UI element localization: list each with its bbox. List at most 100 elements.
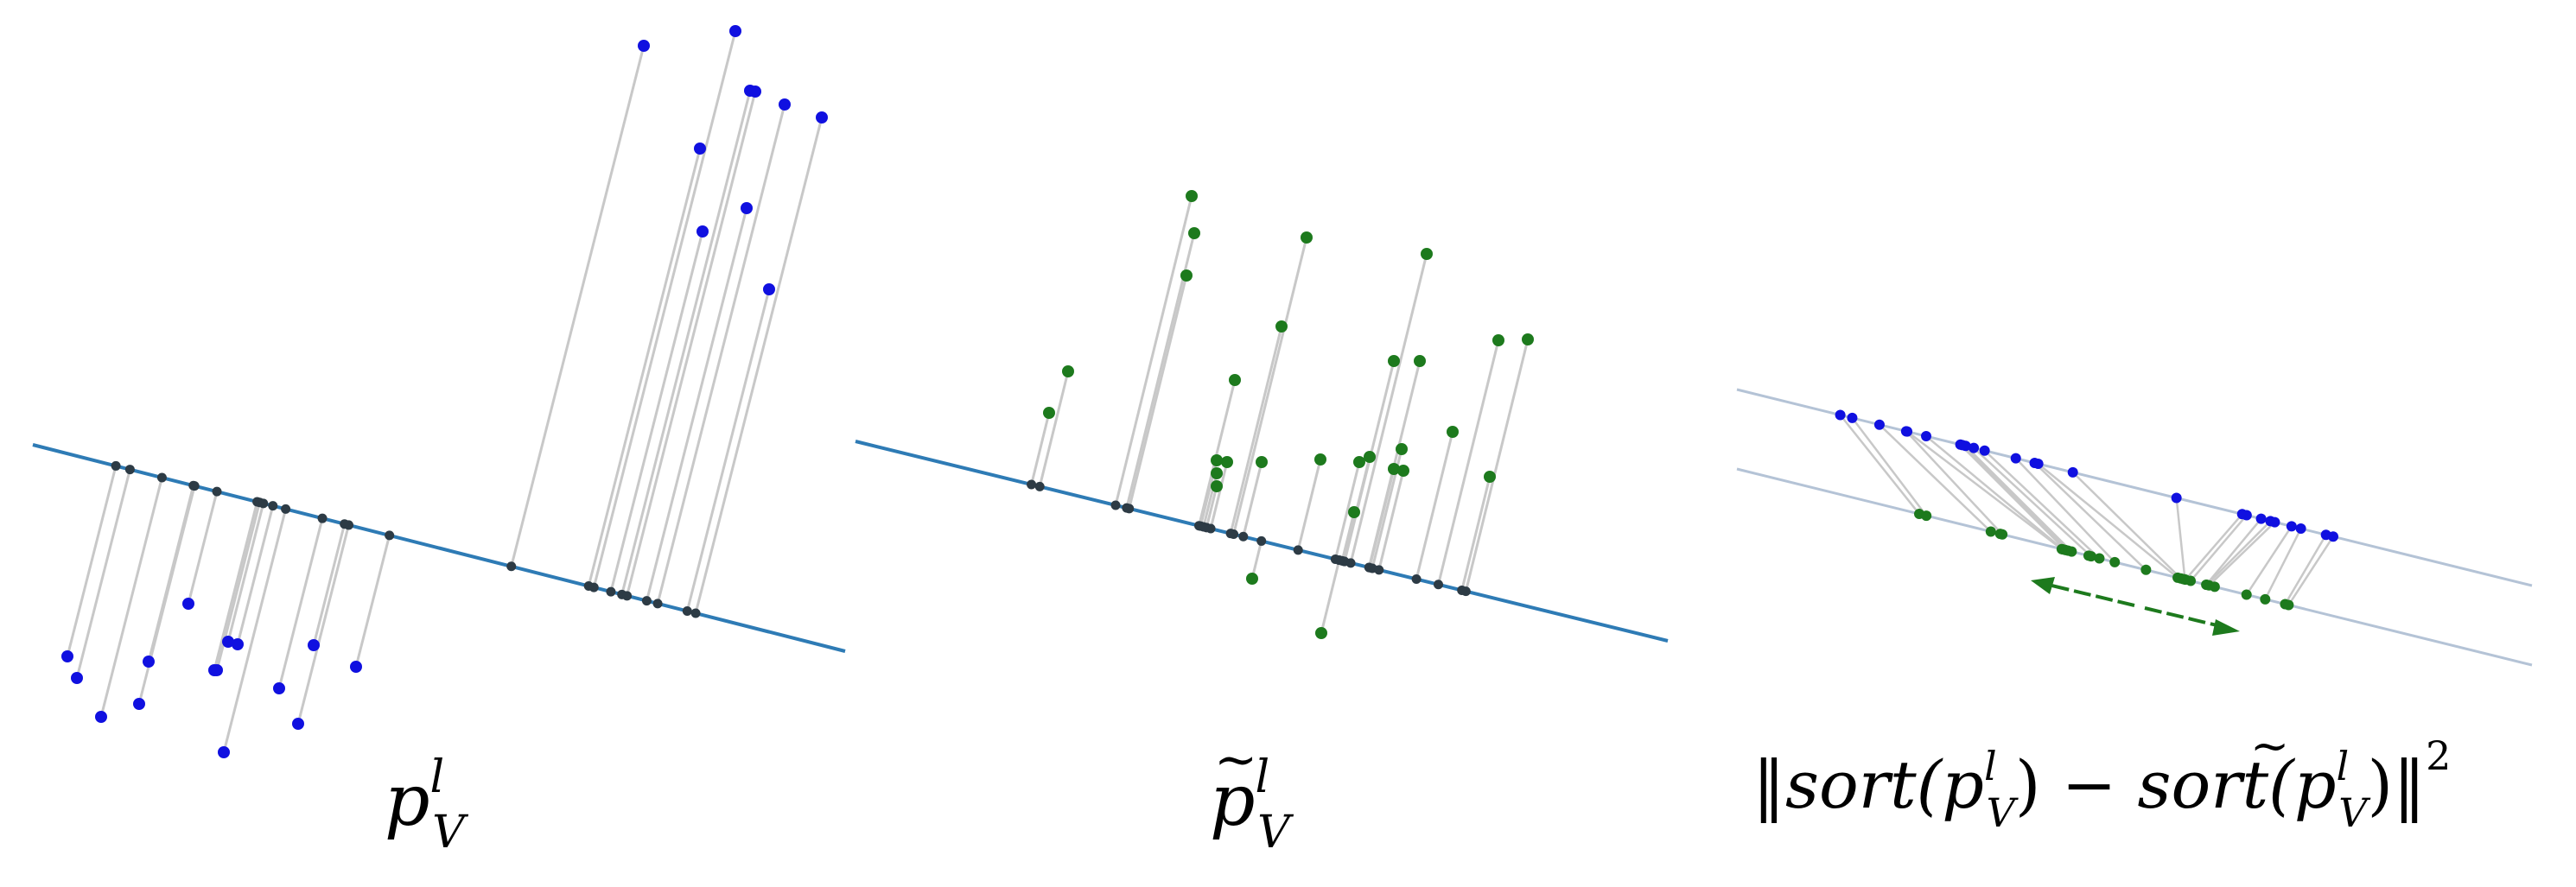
label-ptilde-sup: l xyxy=(2336,743,2349,789)
projected-point xyxy=(690,608,701,618)
connector-line xyxy=(277,517,324,689)
sorted-point-blue xyxy=(1921,431,1932,442)
sorted-points-blue xyxy=(1835,409,2338,542)
sorted-connector xyxy=(2205,517,2262,586)
connector-line xyxy=(510,45,646,567)
sorted-point-blue xyxy=(1960,440,1971,452)
sorted-connector xyxy=(1879,423,1992,533)
connector-line xyxy=(694,117,824,614)
connector-line xyxy=(1114,195,1193,506)
sorted-point-green xyxy=(2185,575,2197,586)
label-close1: ) xyxy=(2015,746,2041,823)
sorted-point-green xyxy=(2140,564,2152,575)
data-point xyxy=(1221,456,1233,468)
label-sort2: sort( xyxy=(2138,746,2296,823)
label-p: p xyxy=(1942,746,1984,823)
label-p-sub: V xyxy=(432,807,468,858)
data-point xyxy=(1314,453,1326,466)
connector-line xyxy=(1242,461,1263,537)
projected-point xyxy=(1199,522,1209,532)
connector-line xyxy=(656,104,786,605)
projected-point xyxy=(1124,504,1135,514)
projected-point xyxy=(317,513,328,523)
data-point xyxy=(1414,355,1426,367)
data-point xyxy=(1246,573,1258,585)
data-point xyxy=(1315,627,1327,639)
sorted-connectors xyxy=(1839,414,2335,606)
projected-point xyxy=(1374,565,1384,575)
sorted-connector xyxy=(1905,430,2004,535)
projected-point xyxy=(583,581,594,592)
sorted-point-green xyxy=(2085,551,2096,562)
connector-line xyxy=(1415,431,1454,580)
sorted-point-blue xyxy=(1979,445,1990,456)
norm-close: ‖ xyxy=(2393,746,2426,823)
connector-line xyxy=(1320,560,1341,634)
data-point xyxy=(1211,454,1223,466)
connector-line xyxy=(645,207,748,601)
connector-line xyxy=(1038,371,1070,487)
projected-point xyxy=(268,501,278,511)
sorted-point-blue xyxy=(2010,453,2021,464)
label-close2: ) xyxy=(2367,746,2393,823)
projected-point xyxy=(682,606,692,617)
data-point xyxy=(292,718,304,730)
sorted-point-green xyxy=(2209,581,2220,592)
projected-point xyxy=(258,498,269,509)
data-point xyxy=(779,98,791,111)
sorted-connector xyxy=(1973,447,2092,558)
label-ptilde: p xyxy=(2294,746,2337,823)
connector-line xyxy=(626,91,757,597)
points-ptilde xyxy=(1043,190,1534,639)
projected-point xyxy=(1256,535,1267,546)
projected-points-ptilde xyxy=(1027,479,1471,597)
data-point xyxy=(308,639,320,651)
data-point xyxy=(222,636,234,648)
projected-point xyxy=(1411,574,1422,585)
data-point xyxy=(1364,451,1376,463)
connector-line xyxy=(609,231,704,592)
data-point xyxy=(1484,471,1496,483)
connector-line xyxy=(1205,485,1218,529)
sorted-connector xyxy=(1959,443,2067,551)
projected-point xyxy=(1238,531,1249,542)
connector-line xyxy=(66,466,118,657)
sorted-connector xyxy=(2208,521,2276,586)
data-point xyxy=(211,664,223,676)
connector-line xyxy=(1229,326,1283,535)
projected-point xyxy=(1225,529,1236,539)
sorted-point-blue xyxy=(2032,459,2044,470)
projected-point xyxy=(622,591,633,601)
points-p xyxy=(61,25,828,758)
connector-line xyxy=(620,90,752,595)
data-point xyxy=(95,711,107,723)
data-point xyxy=(1397,465,1409,477)
projected-point xyxy=(281,504,291,514)
sorted-connector xyxy=(2264,528,2302,600)
connector-line xyxy=(685,288,771,611)
sorted-connector xyxy=(2071,472,2182,580)
data-point xyxy=(232,638,244,650)
data-point xyxy=(741,202,753,214)
sorted-connector xyxy=(1851,417,1928,516)
connector-line xyxy=(354,535,391,668)
data-point xyxy=(729,25,741,37)
label-p-base: p xyxy=(385,760,430,842)
sorted-point-blue xyxy=(2241,510,2252,521)
connector-line xyxy=(1232,237,1308,535)
sorted-connector xyxy=(2033,462,2147,571)
label-ptilde-sub: V xyxy=(1257,807,1294,858)
data-point xyxy=(133,698,145,710)
arrow-left xyxy=(2031,577,2135,607)
data-point xyxy=(1388,463,1400,475)
connector-line xyxy=(592,30,737,588)
data-point xyxy=(273,682,285,694)
label-ptilde-sub: V xyxy=(2338,789,2371,836)
data-point xyxy=(61,650,73,662)
projected-point xyxy=(1334,555,1345,566)
sorted-point-blue xyxy=(1847,412,1858,423)
